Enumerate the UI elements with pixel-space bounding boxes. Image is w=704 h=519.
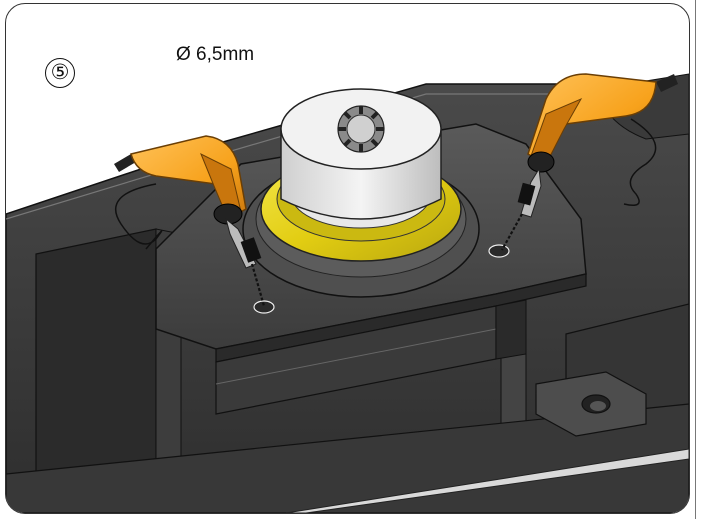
- spline-shaft-assembly: [242, 88, 480, 298]
- assembly-illustration: [6, 73, 689, 513]
- spline-bore-icon: [337, 105, 385, 153]
- drill-bit-icon: [250, 263, 266, 307]
- drill-hole-icon: [253, 300, 275, 314]
- step-number-badge: ⑤: [45, 58, 75, 88]
- illustration-frame: ⑤ Ø 6,5mm: [5, 3, 690, 514]
- page-divider: [695, 0, 696, 519]
- drill-diameter-label: Ø 6,5mm: [176, 44, 255, 65]
- drill-bit-icon: [501, 213, 523, 251]
- drill-hole-icon: [488, 244, 510, 258]
- drill-icon: [501, 73, 678, 251]
- drill-icon: [114, 135, 266, 307]
